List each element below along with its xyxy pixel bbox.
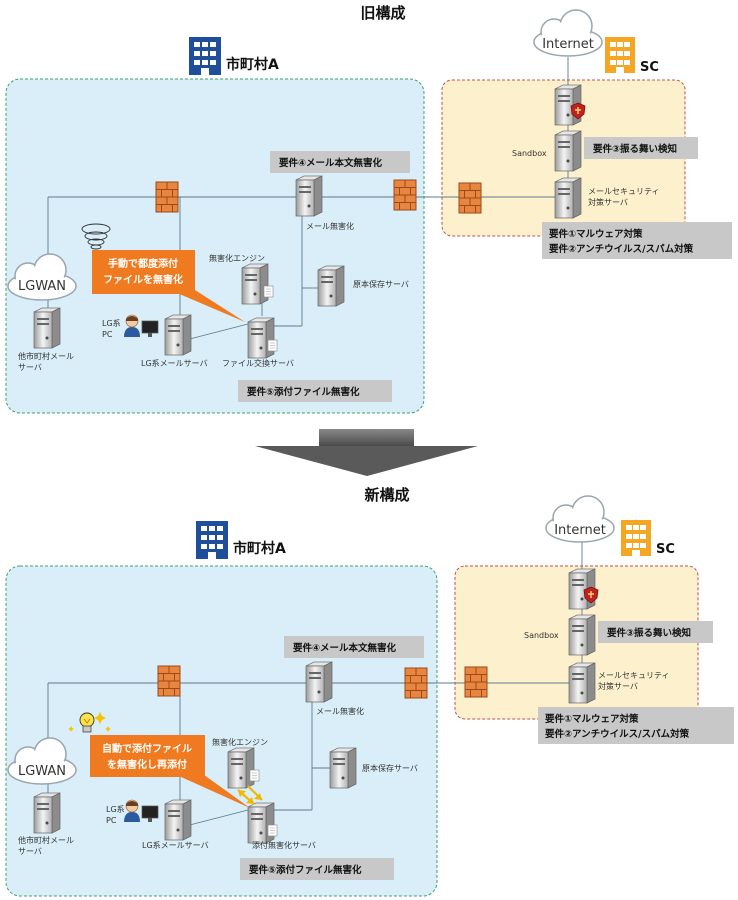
old-callout-line-1: 手動で都度添付 [108,257,178,270]
sc-building-icon [621,520,651,556]
old-mail-security-label-1: メールセキュリティ [588,187,660,196]
municipality-building-icon [189,37,221,75]
old-req1-label: 要件①マルウェア対策 [549,228,643,240]
firewall-icon [464,666,488,698]
old-req5-label: 要件⑤添付ファイル無害化 [247,386,360,398]
new-req1-label: 要件①マルウェア対策 [545,713,639,725]
new-callout-line-2: を無害化し再添付 [107,758,187,771]
document-icon [263,285,274,298]
mail-security-server-icon [568,662,596,704]
old-req4-box: 要件④メール本文無害化 [270,151,410,173]
original-storage-server-icon [329,747,357,789]
old-lgwan-label: LGWAN [18,279,66,294]
new-sandbox-label: Sandbox [524,631,559,640]
old-title: 旧構成 [360,4,405,22]
sc-building-icon [605,37,635,73]
lightbulb-icon [68,712,111,733]
new-other-mail-label-1: 他市町村メール [18,835,74,845]
old-req4-label: 要件④メール本文無害化 [279,157,383,169]
mail-sanitize-server-icon [305,661,333,703]
sanitize-engine-server-icon [227,747,255,789]
new-other-mail-label-2: サーバ [18,847,42,856]
old-municipality-label: 市町村A [226,56,279,73]
new-internet-label: Internet [554,523,606,538]
old-original-storage-label: 原本保存サーバ [353,279,409,289]
municipality-building-icon [196,521,228,559]
new-title: 新構成 [364,486,409,504]
transition-arrow [255,429,478,476]
attach-sanitize-server-icon [247,802,275,844]
firewall-icon [157,665,181,697]
old-municipality-region [5,78,425,414]
new-callout-line-1: 自動で添付ファイル [102,742,192,755]
new-sc-label: SC [656,542,675,557]
sanitize-engine-server-icon [241,263,269,305]
old-sandbox-label: Sandbox [512,149,547,158]
old-req12-box: 要件①マルウェア対策 要件②アンチウイルス/スパム対策 [542,222,732,259]
mail-security-server-icon [554,177,582,219]
new-lgwan-label: LGWAN [18,764,66,779]
old-internet-label: Internet [542,37,594,52]
old-req2-label: 要件②アンチウイルス/スパム対策 [549,243,694,255]
old-callout: 手動で都度添付 ファイルを無害化 [92,250,245,322]
old-configuration: 旧構成 市町村A SC Internet LGWAN [5,4,732,414]
lg-mail-server-icon [164,314,192,356]
lg-mail-server-icon [164,799,192,841]
new-sanitize-engine-label: 無害化エンジン [212,737,268,747]
sandbox-server-icon [554,130,582,172]
other-mail-server-icon [33,792,61,834]
document-icon [249,769,260,782]
old-req3-box: 要件③振る舞い検知 [584,137,698,159]
firewall-icon [404,667,428,699]
old-other-mail-label-1: 他市町村メール [18,351,74,361]
old-file-exchange-label: ファイル交換サーバ [222,358,294,368]
old-lg-mail-server-label: LG系メールサーバ [141,358,208,368]
original-storage-server-icon [317,265,345,307]
new-attach-sanitize-label: 添付無害化サーバ [252,840,316,850]
new-callout: 自動で添付ファイル を無害化し再添付 [90,735,250,808]
old-sc-label: SC [640,60,659,75]
old-callout-line-2: ファイルを無害化 [103,273,183,286]
document-icon [267,339,278,352]
new-req2-label: 要件②アンチウイルス/スパム対策 [545,728,690,740]
old-req3-label: 要件③振る舞い検知 [593,143,677,155]
new-mail-security-label-1: メールセキュリティ [598,671,670,680]
new-req5-box: 要件⑤添付ファイル無害化 [240,858,394,880]
exchange-arrows-icon [237,785,263,805]
old-mail-sanitize-label: メール無害化 [306,221,354,231]
new-lg-pc-label-2: PC [106,816,117,825]
new-req3-box: 要件③振る舞い検知 [598,621,713,643]
sandbox-server-icon [568,614,596,656]
confusion-spiral-icon [81,223,111,250]
old-sanitize-engine-label: 無害化エンジン [209,253,265,263]
old-other-mail-label-2: サーバ [18,363,42,372]
new-municipality-label: 市町村A [233,540,286,557]
new-req4-box: 要件④メール本文無害化 [284,636,424,658]
old-mail-security-label-2: 対策サーバ [588,197,628,207]
document-icon [267,824,278,837]
file-exchange-server-icon [247,317,275,359]
new-mail-sanitize-label: メール無害化 [316,706,364,716]
other-mail-server-icon [33,307,61,349]
old-req5-box: 要件⑤添付ファイル無害化 [238,380,392,402]
firewall-icon [458,182,482,214]
new-mail-security-label-2: 対策サーバ [598,681,638,691]
new-req12-box: 要件①マルウェア対策 要件②アンチウイルス/スパム対策 [538,707,734,744]
firewall-icon [393,179,417,211]
new-req4-label: 要件④メール本文無害化 [293,642,397,654]
firewall-icon [155,181,179,213]
new-configuration: 新構成 市町村A SC Internet LGWAN Sandbox [5,486,734,897]
new-req5-label: 要件⑤添付ファイル無害化 [249,864,362,876]
old-lg-pc-label-2: PC [102,330,113,339]
old-lg-pc-label-1: LG系 [102,318,121,328]
new-lg-pc-label-1: LG系 [106,804,125,814]
mail-sanitize-server-icon [295,175,323,217]
new-req3-label: 要件③振る舞い検知 [607,627,691,639]
new-original-storage-label: 原本保存サーバ [362,763,418,773]
new-lg-mail-server-label: LG系メールサーバ [142,840,209,850]
